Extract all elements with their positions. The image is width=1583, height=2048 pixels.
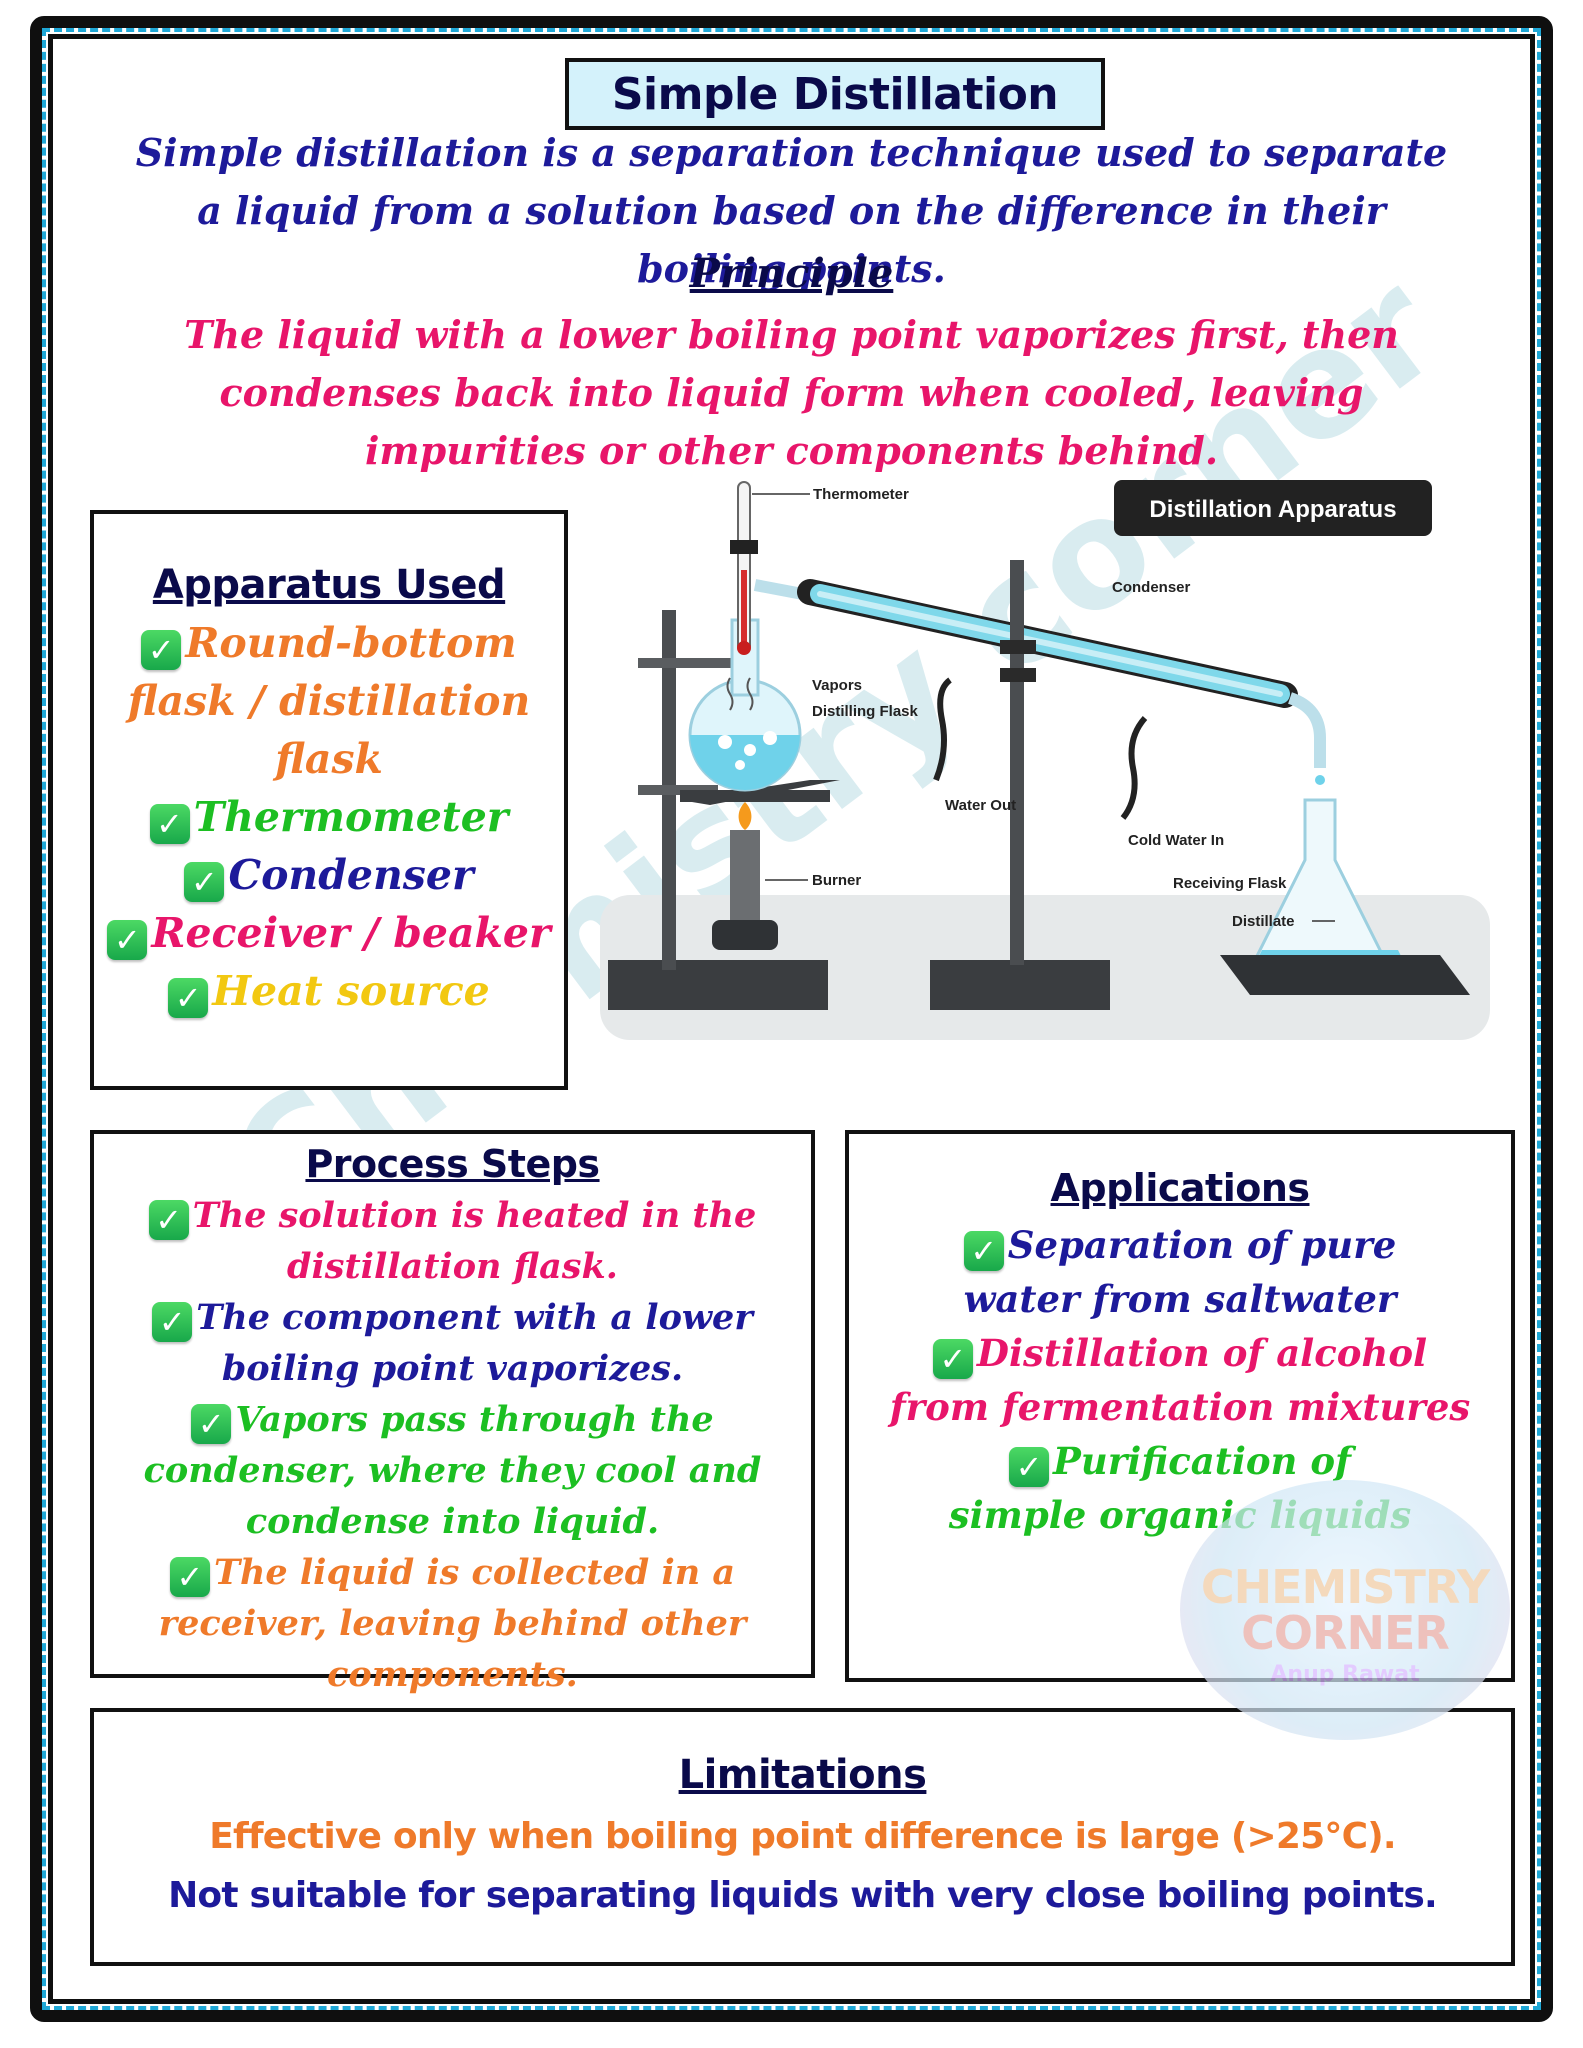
vapor-lines — [726, 677, 734, 711]
list-item: ✓Receiver / beaker — [94, 904, 564, 962]
label-distillate: Distillate — [1232, 913, 1295, 930]
principle-heading: Principle — [689, 250, 894, 297]
diagram-title: Distillation Apparatus — [1149, 496, 1396, 523]
limitations-box: Limitations Effective only when boiling … — [90, 1708, 1515, 1966]
outer-frame — [30, 16, 1553, 2022]
flask-liquid — [690, 735, 800, 790]
list-item: ✓Round-bottom flask / distillation flask — [127, 619, 531, 783]
limitation-line-2: Not suitable for separating liquids with… — [168, 1875, 1438, 1916]
check-icon: ✓ — [141, 630, 182, 670]
label-distilling-flask: Distilling Flask — [812, 703, 919, 720]
apparatus-heading: Apparatus Used — [152, 562, 506, 608]
label-condenser: Condenser — [1112, 579, 1191, 596]
intro-text: Simple distillation is a separation tech… — [135, 130, 1448, 291]
list-item: ✓The solution is heated in the distillat… — [104, 1190, 801, 1292]
applications-heading: Applications — [1050, 1166, 1311, 1210]
limitations-heading: Limitations — [678, 1752, 927, 1798]
diagram-title-badge — [1114, 480, 1432, 536]
page-title: Simple Distillation — [565, 58, 1105, 130]
check-icon: ✓ — [191, 1404, 232, 1444]
process-heading: Process Steps — [305, 1142, 600, 1186]
label-water-out: Water Out — [945, 797, 1016, 814]
burner-body — [730, 830, 760, 930]
list-item: ✓Distillation of alcohol from fermentati… — [889, 1331, 1471, 1429]
label-receiving-flask: Receiving Flask — [1173, 875, 1287, 892]
check-icon: ✓ — [107, 920, 148, 960]
distillation-apparatus-diagram: Distillation Apparatus Thermometer — [600, 480, 1490, 1040]
water-in-hose — [1120, 715, 1148, 820]
check-icon: ✓ — [149, 804, 190, 844]
label-vapors: Vapors — [812, 677, 862, 694]
limitation-line-1: Effective only when boiling point differ… — [209, 1816, 1396, 1857]
burner-flame — [738, 802, 752, 830]
principle-text: The liquid with a lower boiling point va… — [184, 312, 1399, 473]
water-out-hose — [933, 677, 952, 782]
check-icon: ✓ — [148, 1200, 189, 1240]
list-item: ✓The component with a lower boiling poin… — [104, 1292, 801, 1394]
inner-frame — [48, 34, 1535, 2004]
check-icon: ✓ — [168, 978, 209, 1018]
check-icon: ✓ — [184, 862, 225, 902]
label-burner: Burner — [812, 872, 861, 889]
left-stand-base — [608, 960, 828, 1010]
right-base — [1220, 955, 1470, 995]
label-thermometer: Thermometer — [813, 486, 909, 503]
clamp-lower — [638, 785, 718, 795]
list-item: ✓Separation of pure water from saltwater — [963, 1223, 1397, 1321]
middle-stand-rod — [1010, 560, 1024, 965]
list-item: ✓The liquid is collected in a receiver, … — [158, 1552, 747, 1695]
check-icon: ✓ — [963, 1231, 1004, 1271]
dashed-frame — [42, 28, 1541, 2010]
label-cold-water-in: Cold Water In — [1128, 832, 1224, 849]
check-icon: ✓ — [152, 1302, 193, 1342]
process-box: Process Steps ✓The solution is heated in… — [90, 1130, 815, 1695]
process-list: ✓The solution is heated in the distillat… — [94, 1190, 811, 1700]
apparatus-box: Apparatus Used ✓Round-bottom flask / dis… — [90, 510, 568, 1090]
chemistry-corner-logo: CHEMISTRY CORNER Anup Rawat — [1180, 1480, 1510, 1740]
check-icon: ✓ — [1009, 1447, 1050, 1487]
check-icon: ✓ — [932, 1339, 973, 1379]
check-icon: ✓ — [169, 1557, 210, 1597]
clamp-upper — [638, 658, 738, 668]
burner-base — [712, 920, 778, 950]
list-item: ✓Condenser — [94, 846, 564, 904]
list-item: ✓Vapors pass through the condenser, wher… — [143, 1399, 762, 1542]
list-item: ✓Thermometer — [94, 788, 564, 846]
list-item: ✓Heat source — [94, 962, 564, 1020]
middle-stand-base — [930, 960, 1110, 1010]
apparatus-list: ✓Round-bottom flask / distillation flask… — [94, 614, 564, 1020]
